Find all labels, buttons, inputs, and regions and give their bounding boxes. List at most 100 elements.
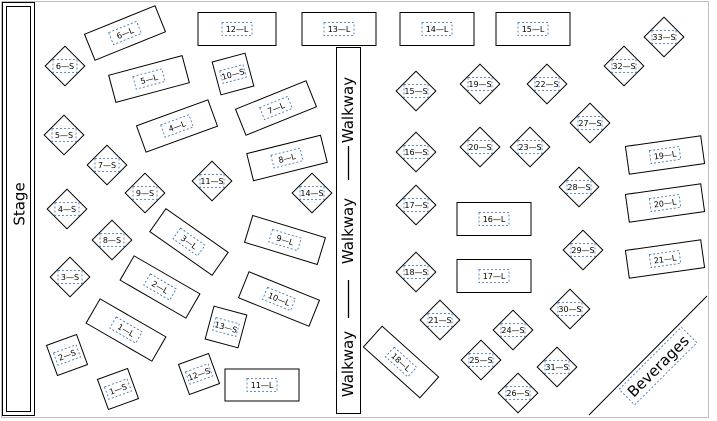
table-label: 26—S [506, 389, 529, 398]
table-label-box [108, 20, 142, 46]
table-label: 33—S [652, 33, 675, 42]
table-label-box [52, 59, 78, 73]
table-label-box [299, 186, 325, 200]
table-label-box [403, 265, 429, 279]
table-8-l: 8—L [246, 134, 328, 182]
table-label: 24—S [501, 326, 524, 335]
table-label-box [467, 77, 493, 91]
table-32-s: 32—S [603, 45, 645, 87]
table-11-s: 11—S [191, 160, 233, 202]
table-22-s: 22—S [526, 63, 568, 105]
table-33-s: 33—S [643, 16, 685, 58]
table-label-box [478, 269, 510, 283]
table-7-l: 7—L [234, 80, 318, 136]
table-label-group: 27—S [577, 116, 603, 130]
table-30-s: 30—S [549, 288, 591, 330]
table-27-s: 27—S [569, 102, 611, 144]
table-label-box [467, 140, 493, 154]
table-label-box [577, 116, 603, 130]
table-label-group: 32—S [611, 59, 637, 73]
table-12-l: 12—L [197, 12, 277, 46]
stage-label: Stage [11, 182, 29, 225]
table-label-group: 8—L [270, 147, 304, 169]
table-label-group: 21—S [427, 313, 453, 327]
stage-inner [6, 6, 31, 412]
table-label-group: 11—S [199, 174, 225, 188]
table-label: 21—L [653, 253, 677, 265]
table-label: 27—S [578, 119, 601, 128]
table-label-box [505, 386, 531, 400]
table-label-group: 5—S [51, 128, 77, 142]
table-label: 19—S [468, 80, 491, 89]
table-10-l: 10—L [237, 271, 321, 327]
table-17-s: 17—S [395, 184, 437, 226]
table-label-group: 17—L [478, 269, 510, 283]
table-label-box [478, 212, 510, 226]
table-label-box [51, 128, 77, 142]
table-label-group: 30—S [557, 302, 583, 316]
table-label: 14—S [300, 189, 323, 198]
table-label-group: 10—S [219, 64, 247, 84]
table-label: 32—S [612, 62, 635, 71]
table-label-box [468, 353, 494, 367]
beverages-sign: Beverages [618, 326, 698, 406]
table-11-l: 11—L [224, 368, 300, 402]
table-label: 4—S [58, 205, 76, 214]
table-label: 15—S [404, 87, 427, 96]
table-15-s: 15—S [395, 70, 437, 112]
table-21-l: 21—L [624, 239, 706, 279]
table-label: 29—S [571, 246, 594, 255]
table-label-box [421, 22, 453, 36]
table-label-box [517, 22, 549, 36]
table-9-l: 9—L [243, 214, 327, 266]
table-label-group: 12—S [184, 363, 214, 385]
table-23-s: 23—S [509, 126, 551, 168]
table-label-group: 21—L [648, 250, 682, 268]
table-label-group: 26—S [505, 386, 531, 400]
table-label-group: 15—L [517, 22, 549, 36]
table-5-s: 5—S [43, 114, 85, 156]
table-label-group: 13—L [323, 22, 355, 36]
walkway-strip [336, 47, 361, 414]
table-label-group: 17—S [403, 198, 429, 212]
walkway-label-mid: Walkway [339, 198, 357, 264]
table-label: 3—S [61, 273, 79, 282]
table-4-s: 4—S [46, 188, 88, 230]
table-31-s: 31—S [536, 346, 578, 388]
table-label-box [184, 363, 214, 385]
table-label-box [611, 59, 637, 73]
table-label-box [221, 22, 253, 36]
table-label-group: 6—S [52, 59, 78, 73]
table-7-s: 7—S [86, 144, 128, 186]
walkway-label-bottom: Walkway [339, 331, 357, 397]
table-label: 28—S [567, 183, 590, 192]
table-label: 11—L [251, 381, 274, 390]
table-label-group: 15—S [403, 84, 429, 98]
table-label-box [212, 317, 240, 337]
table-label-group: 7—S [94, 158, 120, 172]
table-label-box [403, 198, 429, 212]
table-label-box [427, 313, 453, 327]
stage: Stage [2, 2, 35, 416]
table-label: 17—S [404, 201, 427, 210]
table-1-l: 1—L [85, 298, 167, 362]
table-label-box [103, 378, 133, 400]
table-5-l: 5—L [108, 55, 190, 103]
table-label-box [566, 180, 592, 194]
table-2-l: 2—L [119, 255, 201, 319]
table-19-s: 19—S [459, 63, 501, 105]
table-label-group: 6—L [108, 20, 142, 46]
table-label-group: 16—L [478, 212, 510, 226]
table-13-s: 13—S [204, 305, 248, 349]
table-label: 19—L [653, 149, 677, 161]
table-label-box [403, 84, 429, 98]
table-label-box [270, 147, 304, 169]
table-label-group: 20—S [467, 140, 493, 154]
beverages-area: Beverages [588, 295, 708, 416]
table-label-group: 1—S [103, 378, 133, 400]
table-label-box [132, 186, 158, 200]
table-label-group: 23—S [517, 140, 543, 154]
table-label: 6—S [56, 62, 74, 71]
